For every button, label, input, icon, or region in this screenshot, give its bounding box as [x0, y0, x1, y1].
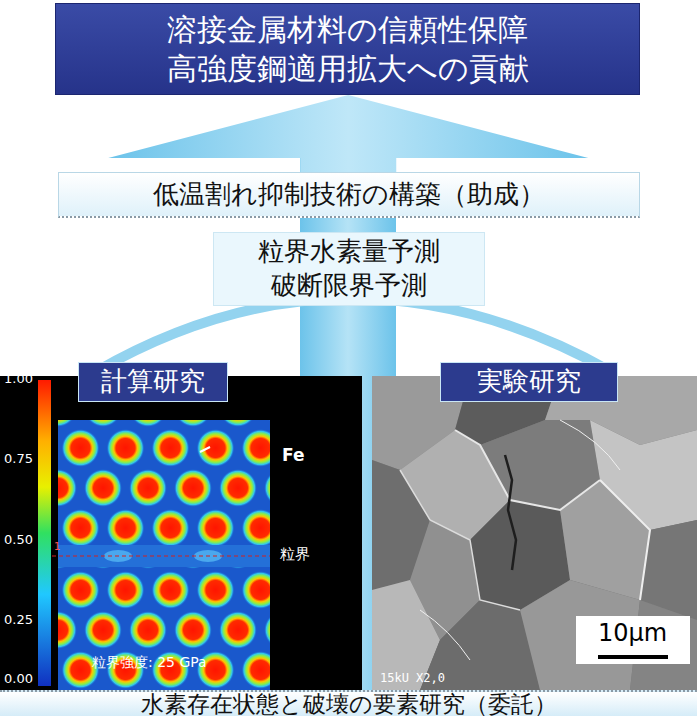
research-tag: 実験研究 [440, 362, 618, 402]
node-text: 溶接金属材料の信頼性保障 高強度鋼適用拡大への貢献 [68, 10, 627, 88]
scale-length: 10μm [598, 620, 667, 648]
goal-box: 溶接金属材料の信頼性保障 高強度鋼適用拡大への貢献 [55, 3, 640, 95]
color-scale [38, 380, 51, 686]
node-text: 実験研究 [477, 365, 581, 399]
simulation-image [0, 376, 362, 690]
marker-number: 1 [54, 541, 60, 553]
scale-value: 1.00 [4, 372, 33, 387]
prediction-box: 粒界水素量予測 破断限界予測 [213, 232, 485, 306]
scale-value: 0.25 [4, 613, 33, 628]
element-label: Fe [282, 446, 304, 466]
sem-info: 15kU X2,0 [380, 672, 445, 686]
scale-value: 0.50 [4, 533, 33, 548]
convergence-arc [95, 299, 612, 373]
scale-value: 0.75 [4, 452, 33, 467]
strength-label: 粒界強度: 25 GPa [92, 654, 207, 670]
research-tag: 計算研究 [78, 362, 228, 402]
sem-image [372, 376, 697, 690]
crack [505, 455, 516, 570]
node-text: 粒界水素量予測 破断限界予測 [222, 235, 476, 303]
scale-bar [598, 655, 668, 659]
scale-box [576, 616, 690, 664]
node-text: 低温割れ抑制技術の構築（助成） [153, 178, 545, 212]
node-text: 計算研究 [101, 365, 205, 399]
node-text: 水素存在状態と破壊の要素研究（委託） [141, 692, 557, 716]
scale-value: 0.00 [4, 672, 33, 687]
foundation-band: 水素存在状態と破壊の要素研究（委託） [0, 690, 697, 716]
boundary-label: 粒界 [280, 546, 310, 563]
field-background [58, 420, 270, 690]
upward-arrow [108, 95, 588, 172]
technology-band: 低温割れ抑制技術の構築（助成） [58, 172, 640, 218]
